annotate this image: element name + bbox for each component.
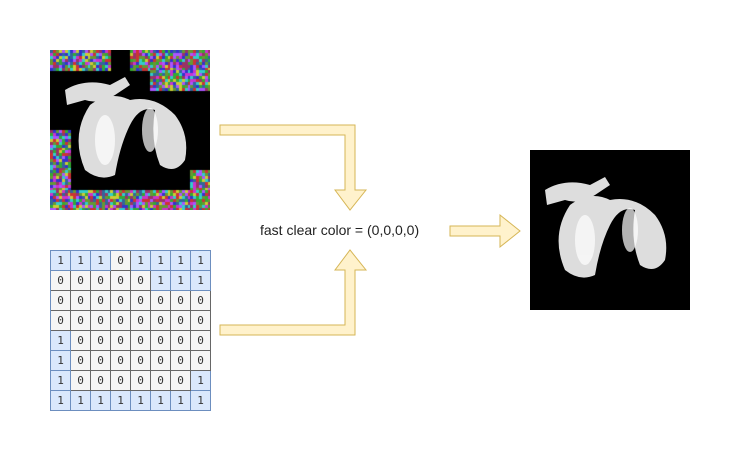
fast-clear-color-label: fast clear color = (0,0,0,0) bbox=[260, 222, 419, 238]
output-image bbox=[530, 150, 690, 310]
arrow-to-output bbox=[450, 215, 520, 247]
arrow-from-mask bbox=[220, 250, 366, 335]
arrow-from-image bbox=[220, 125, 366, 210]
dragon-image bbox=[530, 150, 690, 310]
